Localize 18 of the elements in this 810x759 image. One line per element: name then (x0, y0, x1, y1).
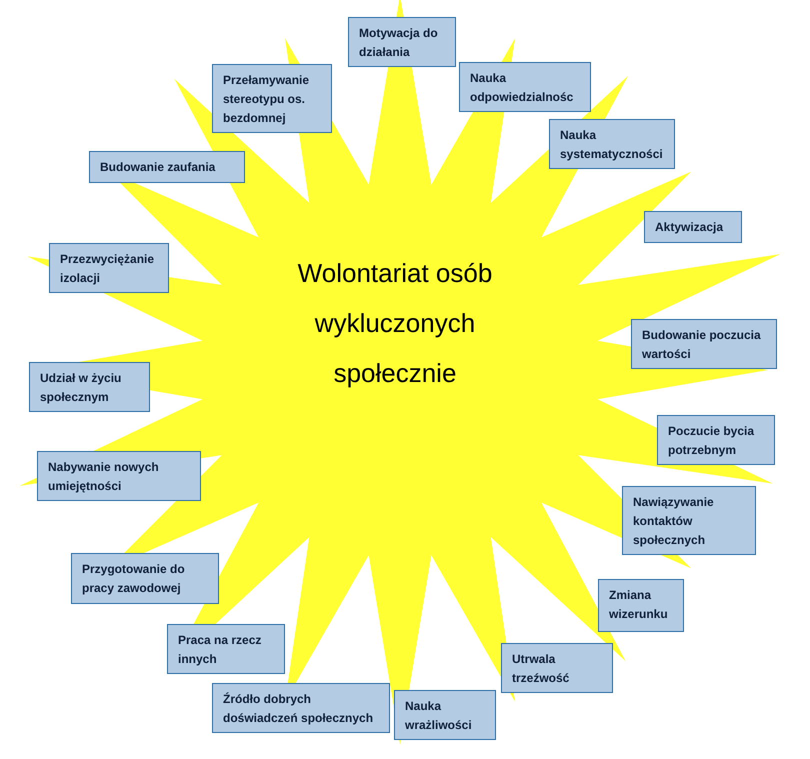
benefit-box: Nauka wrażliwości (394, 690, 496, 740)
benefit-box: Praca na rzecz innych (167, 624, 285, 674)
benefit-box: Poczucie bycia potrzebnym (657, 415, 775, 465)
benefit-box: Budowanie poczucia wartości (631, 319, 777, 369)
benefit-box: Aktywizacja (644, 211, 742, 243)
benefit-box: Nauka odpowiedzialnośc (459, 62, 591, 112)
benefit-box: Źródło dobrych doświadczeń społecznych (212, 683, 390, 733)
benefit-box: Zmiana wizerunku (598, 579, 684, 632)
benefit-box: Nabywanie nowych umiejętności (37, 451, 201, 501)
benefit-box: Nauka systematyczności (549, 119, 675, 169)
benefit-box: Utrwala trzeźwość (501, 643, 613, 693)
central-title: Wolontariat osób wykluczonych społecznie (296, 257, 494, 390)
benefit-box: Przezwyciężanie izolacji (49, 243, 169, 293)
benefit-box: Przełamywanie stereotypu os. bezdomnej (212, 64, 332, 133)
benefit-box: Budowanie zaufania (89, 151, 245, 183)
benefit-box: Udział w życiu społecznym (29, 362, 150, 412)
benefit-box: Nawiązywanie kontaktów społecznych (622, 486, 756, 555)
benefit-box: Przygotowanie do pracy zawodowej (71, 553, 219, 604)
